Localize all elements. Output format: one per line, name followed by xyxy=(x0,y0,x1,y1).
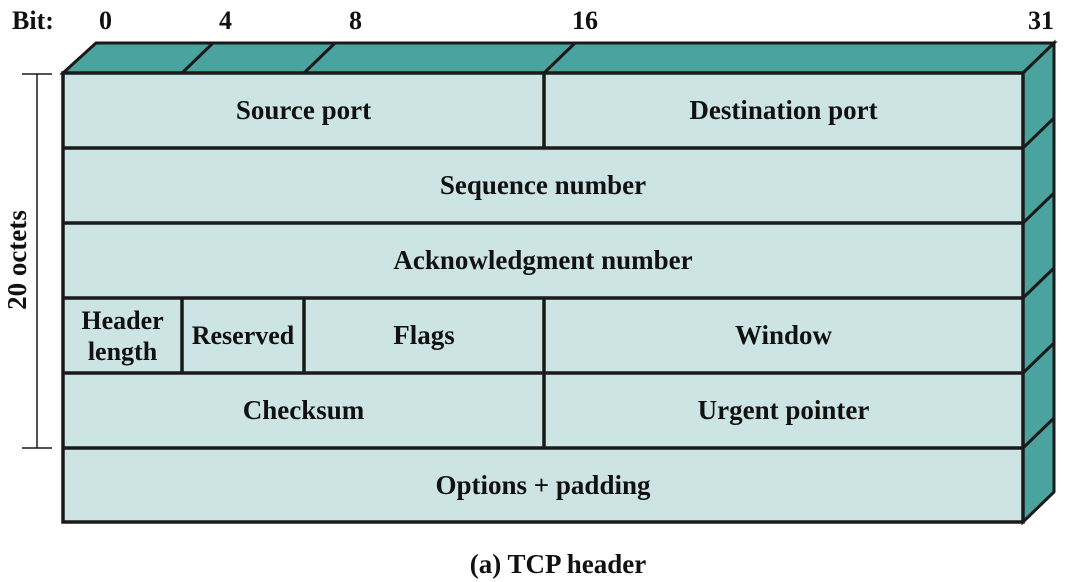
bit-tick-31: 31 xyxy=(1028,6,1054,35)
side-face-divider-4 xyxy=(1021,341,1056,375)
field-sequence-number: Sequence number xyxy=(439,170,647,200)
field-destination-port: Destination port xyxy=(689,95,878,125)
bit-tick-0: 0 xyxy=(99,6,112,35)
bit-tick-8: 8 xyxy=(349,6,362,35)
field-urgent-pointer: Urgent pointer xyxy=(697,395,870,425)
field-reserved: Reserved xyxy=(191,321,295,350)
field-checksum: Checksum xyxy=(242,395,365,425)
figure-caption: (a) TCP header xyxy=(469,549,647,579)
field-acknowledgment-number: Acknowledgment number xyxy=(393,245,693,275)
octets-size-label: 20 octets xyxy=(1,160,33,360)
octets-size-text: 20 octets xyxy=(2,204,32,316)
top-face-divider-16 xyxy=(542,41,577,75)
bit-tick-16: 16 xyxy=(572,6,598,35)
field-flags: Flags xyxy=(393,320,455,350)
side-face-divider-3 xyxy=(1021,266,1056,300)
top-face-divider-8 xyxy=(302,41,337,75)
field-header-length: Header length xyxy=(81,305,164,366)
side-face-divider-5 xyxy=(1021,416,1056,450)
side-face-divider-2 xyxy=(1021,191,1056,225)
field-window: Window xyxy=(734,320,833,350)
field-source-port: Source port xyxy=(235,95,372,125)
top-face-divider-4 xyxy=(180,41,215,75)
field-options-padding: Options + padding xyxy=(435,469,651,500)
bit-tick-4: 4 xyxy=(219,6,232,35)
side-face-divider-1 xyxy=(1021,116,1056,150)
bit-ruler-prefix: Bit: xyxy=(12,6,54,35)
